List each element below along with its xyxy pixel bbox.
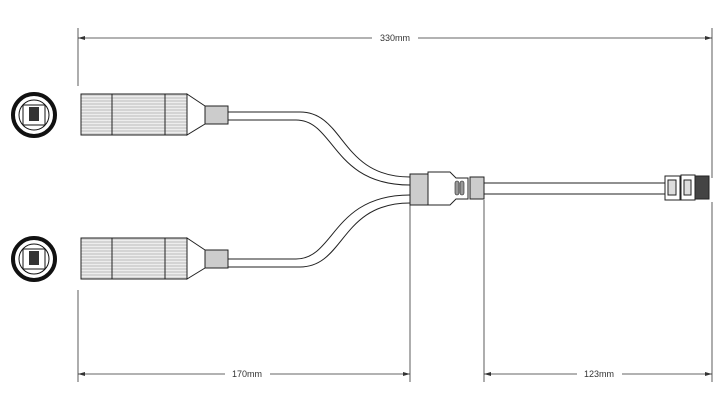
- female-connector-top: [80, 93, 229, 136]
- female-connector-bottom: [80, 237, 229, 280]
- splitter-hub: [409, 171, 485, 206]
- dimension-total: 330mm: [77, 28, 713, 178]
- rj45-socket-end-view-top: [11, 92, 57, 138]
- dimension-label-branch: 170mm: [232, 369, 262, 379]
- dimension-label-total: 330mm: [380, 33, 410, 43]
- rj45-plug: [664, 174, 710, 201]
- dimension-label-tail: 123mm: [584, 369, 614, 379]
- cable-branches: [228, 111, 665, 268]
- dimension-tail: 123mm: [483, 200, 713, 382]
- dimension-branch: 170mm: [77, 205, 411, 382]
- rj45-socket-end-view-bottom: [11, 236, 57, 282]
